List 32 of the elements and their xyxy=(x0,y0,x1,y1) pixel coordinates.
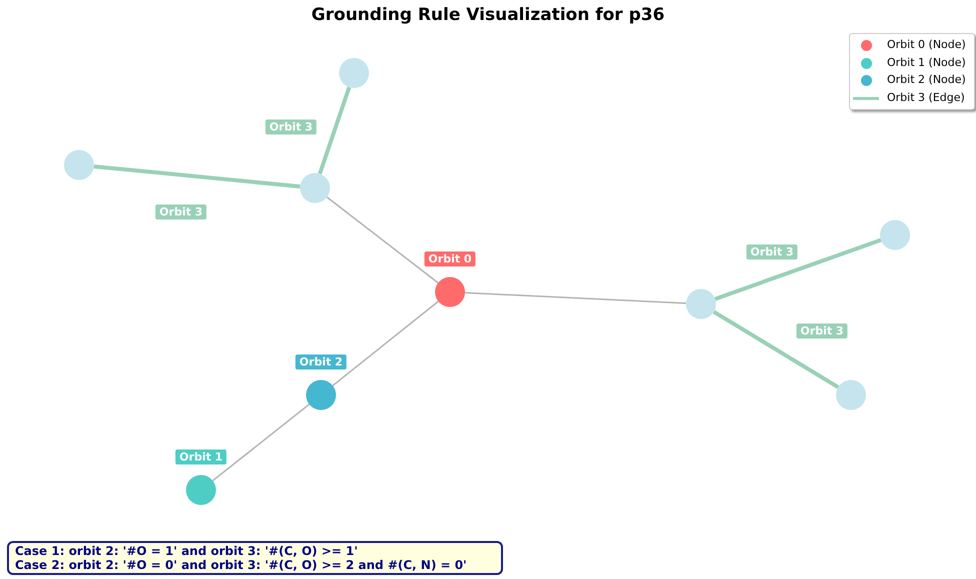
graph-node xyxy=(300,173,330,203)
node-label: Orbit 0 xyxy=(424,252,476,266)
legend-text: Orbit 3 (Edge) xyxy=(887,90,965,104)
graph-node xyxy=(836,380,866,410)
edge-line xyxy=(318,86,352,174)
graph-node xyxy=(64,150,94,180)
graph-node xyxy=(435,277,465,307)
edge-line xyxy=(212,404,310,482)
note-text: Case 1: orbit 2: '#O = 1' and orbit 3: '#(C, O) >= 1' xyxy=(15,544,359,558)
edge-label: Orbit 3 xyxy=(746,244,798,260)
graph-node xyxy=(686,289,716,319)
edge-line xyxy=(464,292,686,304)
edge-line xyxy=(94,164,300,189)
edge-label: Orbit 3 xyxy=(155,204,207,220)
graph-node xyxy=(306,380,336,410)
graph-node xyxy=(880,220,910,250)
edge-label: Orbit 3 xyxy=(265,120,317,134)
legend-text: Orbit 1 (Node) xyxy=(887,56,966,68)
node-label: Orbit 1 xyxy=(175,450,227,464)
chart-title: Grounding Rule Visualization for p36 xyxy=(310,5,666,25)
edge-line xyxy=(326,196,439,284)
edge-line xyxy=(714,238,882,301)
note-text: Case 2: orbit 2: '#O = 0' and orbit 3: '#(C, O) >= 2 and #(C, N) = 0' xyxy=(15,558,468,572)
edge-line xyxy=(332,300,439,386)
edge-label: Orbit 3 xyxy=(796,324,848,338)
legend-text: Orbit 2 (Node) xyxy=(887,73,966,86)
note-box xyxy=(7,541,503,575)
legend-text: Orbit 0 (Node) xyxy=(887,38,966,51)
edge-line xyxy=(712,310,840,389)
graph-node xyxy=(186,475,216,505)
graph-node xyxy=(339,58,369,88)
node-label: Orbit 2 xyxy=(295,354,347,370)
